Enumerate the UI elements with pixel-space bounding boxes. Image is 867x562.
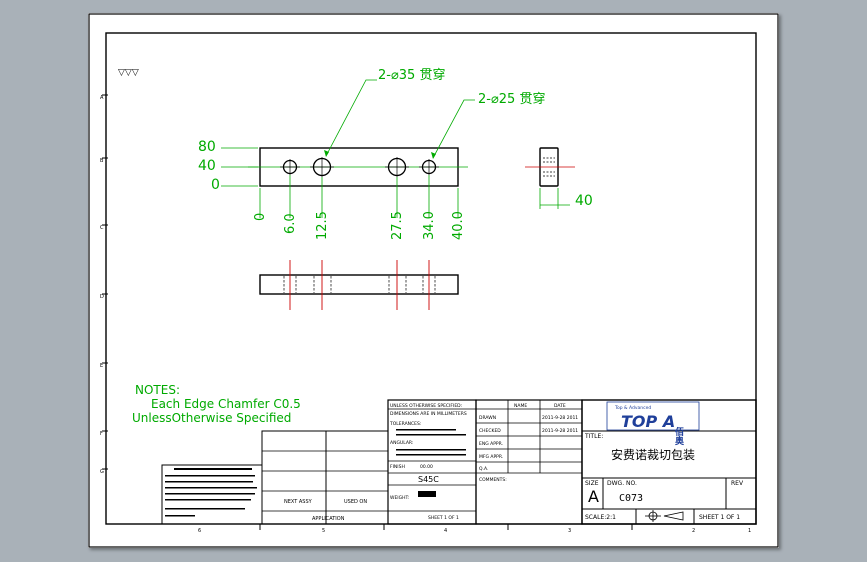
- dim-label-x: 12.5: [315, 211, 330, 240]
- tolerances-label: TOLERANCES:: [389, 421, 421, 427]
- notes-line: Each Edge Chamfer C0.5: [151, 397, 301, 411]
- used-on-label: USED ON: [344, 499, 367, 505]
- logo-tagline: Top & Advanced: [614, 405, 651, 411]
- part-outline-top: [259, 274, 459, 295]
- dim-label-x: 27.5: [390, 211, 405, 240]
- drawn-label: DRAWN: [479, 415, 496, 421]
- top-view: [259, 260, 459, 310]
- zone-label-bottom: 2: [692, 528, 695, 534]
- outer-frame: [88, 13, 779, 548]
- surface-finish-icon: ▽▽▽: [118, 68, 139, 78]
- hole-callout-small: 2-⌀25 贯穿: [478, 91, 545, 107]
- dim-label-x: 6.0: [283, 213, 298, 234]
- dims-in-label: DIMENSIONS ARE IN MILLIMETERS: [390, 411, 467, 417]
- zone-label-left: D: [100, 294, 104, 300]
- left-zone-markers: [102, 94, 108, 470]
- title-block: [161, 399, 757, 525]
- dim-label-thickness: 40: [575, 193, 593, 209]
- qa-label: Q.A.: [479, 466, 488, 472]
- zone-label-bottom: 5: [322, 528, 325, 534]
- projection-symbol-icon: [645, 510, 684, 522]
- drawn-date: 2011-9-28 2011: [542, 415, 578, 421]
- checked-date: 2011-9-28 2011: [542, 428, 578, 434]
- zone-label-bottom: 6: [198, 528, 201, 534]
- comments-label: COMMENTS:: [479, 477, 507, 483]
- notes-line: UnlessOtherwise Specified: [132, 411, 291, 425]
- angular-label: ANGULAR:: [390, 440, 413, 446]
- company-logo: Top & Advanced TOP A 佰奥: [606, 401, 700, 446]
- finish-label: FINISH: [390, 464, 405, 470]
- zone-label-left: G: [100, 469, 104, 475]
- title-label: TITLE:: [584, 433, 603, 440]
- zone-label-left: F: [100, 431, 103, 437]
- dim-label-x: 0: [253, 213, 268, 221]
- ordinate-dimensions: [221, 79, 475, 218]
- date-col-label: DATE: [554, 403, 566, 409]
- zone-label-left: B: [100, 158, 104, 164]
- zone-label-left: A: [100, 95, 104, 101]
- dim-label-x: 34.0: [422, 211, 437, 240]
- zone-label-bottom: 1: [748, 528, 751, 534]
- size-label: SIZE: [585, 480, 599, 487]
- mfg-appr-label: MFG APPR.: [479, 454, 503, 460]
- checked-label: CHECKED: [479, 428, 501, 434]
- cad-drawing: A B C D E F G 6 5 4 3 2 1 ▽▽▽: [88, 13, 779, 548]
- weight-label: WEIGHT:: [390, 495, 409, 501]
- dim-label-x: 40.0: [451, 211, 466, 240]
- dim-label-y: 0: [211, 177, 220, 193]
- zone-label-bottom: 3: [568, 528, 571, 534]
- logo-cn: 佰奥: [673, 426, 685, 446]
- leader-arrows: [324, 150, 436, 159]
- title-value: 安费诺裁切包装: [611, 447, 695, 462]
- eng-appr-label: ENG APPR.: [479, 441, 503, 447]
- sheet-small-label: SHEET 1 OF 1: [428, 515, 459, 521]
- size-value: A: [588, 487, 599, 506]
- side-view: 40: [525, 147, 593, 209]
- dwg-no-value: C073: [619, 493, 643, 504]
- zone-label-left: E: [100, 363, 103, 369]
- sheet-label: SHEET 1 OF 1: [699, 514, 740, 521]
- rev-label: REV: [731, 480, 744, 487]
- next-assy-label: NEXT ASSY: [284, 499, 313, 505]
- scale-small-value: 00.00: [420, 464, 433, 470]
- zone-label-bottom: 4: [444, 528, 447, 534]
- application-label: APPLICATION: [312, 516, 345, 522]
- zone-label-left: C: [100, 225, 104, 231]
- notes-title: NOTES:: [135, 383, 180, 397]
- dim-label-y: 40: [198, 158, 216, 174]
- logo-text: TOP A: [621, 412, 675, 431]
- unless-label: UNLESS OTHERWISE SPECIFIED:: [390, 403, 462, 409]
- material-value: S45C: [418, 475, 439, 484]
- drawing-sheet: A B C D E F G 6 5 4 3 2 1 ▽▽▽: [88, 13, 779, 548]
- name-col-label: NAME: [514, 403, 527, 409]
- dwg-no-label: DWG. NO.: [607, 480, 637, 487]
- front-view: [248, 147, 468, 187]
- hole-callout-large: 2-⌀35 贯穿: [378, 67, 445, 83]
- dim-label-y: 80: [198, 139, 216, 155]
- scale-label: SCALE:2:1: [585, 514, 616, 521]
- bottom-zone-markers: [259, 524, 633, 530]
